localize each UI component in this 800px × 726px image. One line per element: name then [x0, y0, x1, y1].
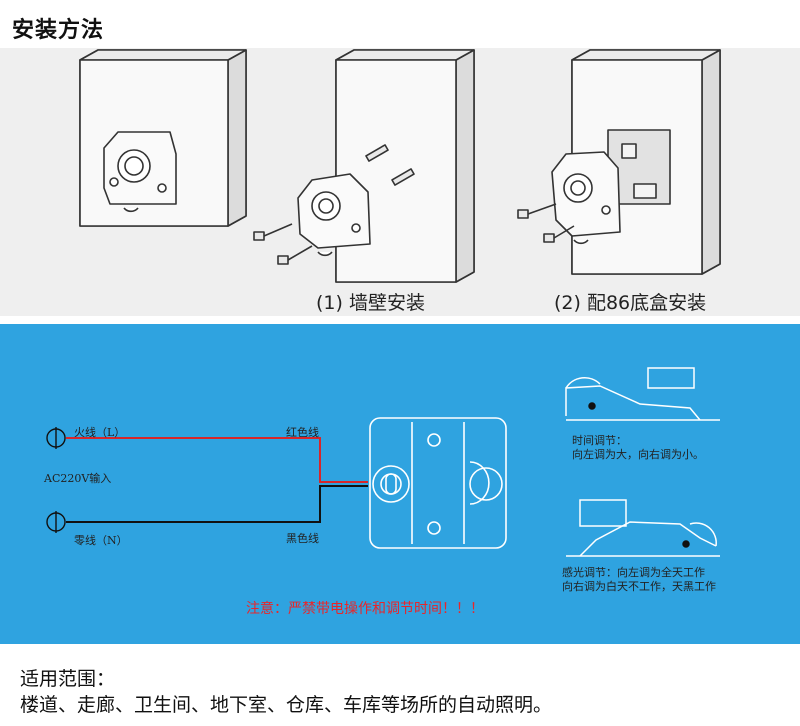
caption-box-install: (2) 配86底盒安装 [554, 292, 707, 314]
sensor-device-1 [103, 131, 177, 213]
time-adjust-desc: 向左调为大，向右调为小。 [572, 448, 704, 461]
live-terminal [46, 427, 66, 449]
red-wire [66, 437, 368, 483]
light-adjust-desc: 向右调为白天不工作，天黑工作 [562, 580, 716, 593]
black-wire [66, 485, 368, 523]
wiring-diagram-panel: 火线（L） AC220V输入 零线（N） 红色线 黑色线 时间调节： 向左调为大… [0, 324, 800, 644]
sensor-device-2 [297, 173, 371, 257]
wiring-diagram [46, 367, 720, 557]
neutral-wire-label: 零线（N） [74, 534, 128, 547]
install-illustration [79, 49, 721, 283]
install-illustration-panel: (1) 墙壁安装 (2) 配86底盒安装 [0, 48, 800, 316]
wall-panel-2 [335, 49, 475, 283]
neutral-terminal [46, 511, 66, 533]
safety-warning: 注意：严禁带电操作和调节时间！！！ [246, 601, 484, 617]
live-wire-label: 火线（L） [74, 426, 126, 439]
ac-input-label: AC220V输入 [44, 472, 112, 485]
light-adjust-title: 感光调节：向左调为全天工作 [562, 566, 705, 579]
black-wire-label: 黑色线 [286, 532, 319, 545]
sensor-front-view [369, 417, 507, 549]
time-adjust-illustration [565, 367, 720, 421]
section-title: 安装方法 [12, 18, 105, 43]
screws-2 [253, 144, 415, 265]
scope-title: 适用范围： [20, 668, 116, 690]
light-adjust-illustration [566, 499, 720, 557]
screws-3 [517, 203, 575, 243]
caption-wall-install: (1) 墙壁安装 [316, 292, 425, 314]
red-wire-label: 红色线 [286, 426, 319, 439]
sensor-device-3 [551, 151, 621, 245]
scope-text: 楼道、走廊、卫生间、地下室、仓库、车库等场所的自动照明。 [20, 694, 553, 716]
time-adjust-title: 时间调节： [572, 434, 627, 447]
